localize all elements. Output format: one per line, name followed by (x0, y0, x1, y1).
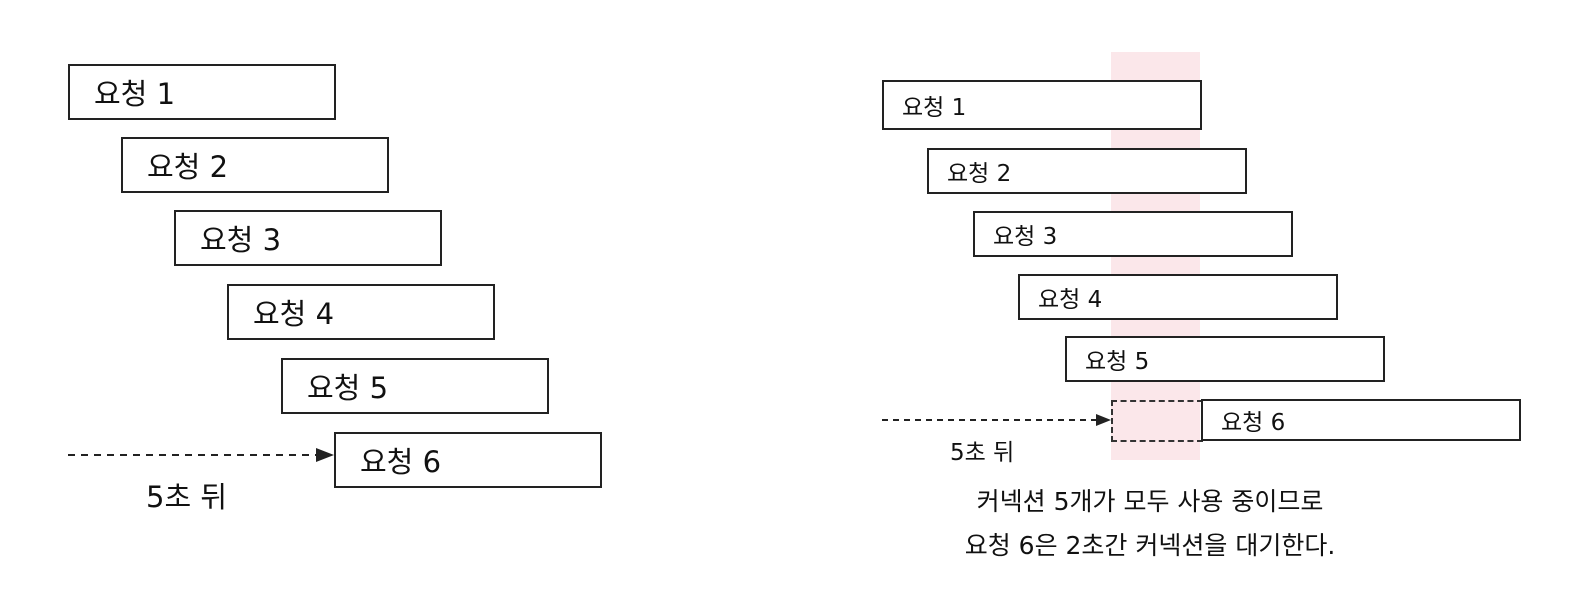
request-label: 요청 6 (1221, 410, 1286, 436)
right-dashed-arrow (882, 414, 1111, 426)
left-delay-label: 5초 뒤 (146, 480, 228, 514)
request-label: 요청 3 (993, 224, 1058, 250)
request-label: 요청 4 (253, 297, 335, 331)
left-dashed-arrow (68, 448, 334, 462)
right-request-5: 요청 5 (1065, 336, 1385, 382)
caption-line-2: 요청 6은 2초간 커넥션을 대기한다. (964, 531, 1336, 560)
request-label: 요청 1 (902, 95, 967, 121)
request-label: 요청 2 (147, 150, 229, 184)
right-request-2: 요청 2 (927, 148, 1247, 194)
right-request-6: 요청 6 (1201, 399, 1521, 441)
right-request-4: 요청 4 (1018, 274, 1338, 320)
left-request-5: 요청 5 (281, 358, 549, 414)
right-request-3: 요청 3 (973, 211, 1293, 257)
request-label: 요청 4 (1038, 287, 1103, 313)
left-request-1: 요청 1 (68, 64, 336, 120)
right-request-1: 요청 1 (882, 80, 1202, 130)
request-label: 요청 1 (94, 77, 176, 111)
left-request-2: 요청 2 (121, 137, 389, 193)
request-label: 요청 6 (360, 445, 442, 479)
right-delay-label: 5초 뒤 (950, 440, 1015, 466)
left-request-4: 요청 4 (227, 284, 495, 340)
left-request-6: 요청 6 (334, 432, 602, 488)
request-label: 요청 5 (307, 371, 389, 405)
request-label: 요청 3 (200, 223, 282, 257)
caption-line-1: 커넥션 5개가 모두 사용 중이므로 (976, 487, 1324, 516)
left-request-3: 요청 3 (174, 210, 442, 266)
request-label: 요청 5 (1085, 349, 1150, 375)
caption: 커넥션 5개가 모두 사용 중이므로 요청 6은 2초간 커넥션을 대기한다. (900, 480, 1400, 568)
request-label: 요청 2 (947, 161, 1012, 187)
